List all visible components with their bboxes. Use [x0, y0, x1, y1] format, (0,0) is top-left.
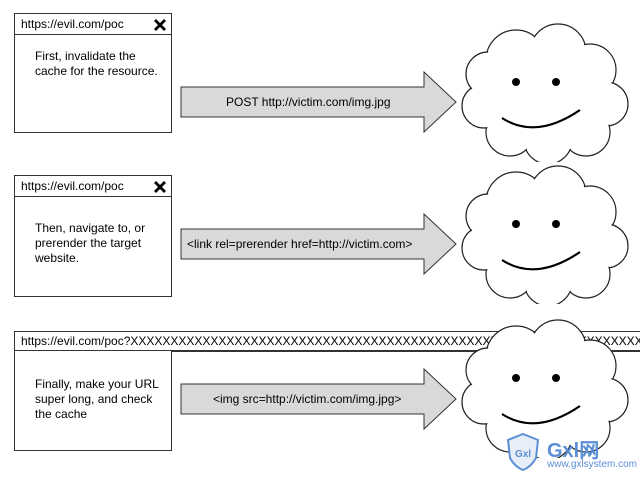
url-text-2: https://evil.com/poc — [21, 179, 124, 193]
arrow-label-2: <link rel=prerender href=http://victim.c… — [187, 237, 413, 251]
request-arrow-3 — [180, 368, 457, 430]
url-bar-2[interactable]: https://evil.com/poc — [14, 175, 172, 197]
watermark-brand: Gxl网 — [547, 440, 600, 462]
watermark-site: www.gxlsystem.com — [547, 459, 638, 470]
arrow-label-3: <img src=http://victim.com/img.jpg> — [213, 392, 402, 406]
window-body-1: First, invalidate the cache for the reso… — [14, 35, 172, 133]
url-bar-1[interactable]: https://evil.com/poc — [14, 13, 172, 35]
step-text-1: First, invalidate the cache for the reso… — [35, 49, 158, 78]
smiling-cloud-icon — [461, 165, 629, 304]
window-body-2: Then, navigate to, or prerender the targ… — [14, 197, 172, 297]
smiling-cloud-icon — [461, 319, 629, 458]
request-arrow-1 — [180, 71, 457, 133]
close-x-icon[interactable] — [152, 17, 168, 33]
smiling-cloud-icon — [461, 23, 629, 162]
shield-text: Gxl — [515, 449, 531, 460]
step-text-2: Then, navigate to, or prerender the targ… — [35, 221, 146, 265]
window-body-3: Finally, make your URL super long, and c… — [14, 351, 172, 451]
request-arrow-2 — [180, 213, 457, 275]
close-x-icon[interactable] — [152, 179, 168, 195]
url-text-3: https://evil.com/poc?XXXXXXXXXXXXXXXXXXX… — [21, 334, 640, 348]
url-text-1: https://evil.com/poc — [21, 17, 124, 31]
url-bar-3[interactable]: https://evil.com/poc?XXXXXXXXXXXXXXXXXXX… — [14, 331, 640, 351]
url-bar-underline — [171, 351, 640, 352]
step-text-3: Finally, make your URL super long, and c… — [35, 377, 159, 421]
arrow-label-1: POST http://victim.com/img.jpg — [226, 95, 391, 109]
shield-icon: Gxl — [506, 432, 540, 472]
